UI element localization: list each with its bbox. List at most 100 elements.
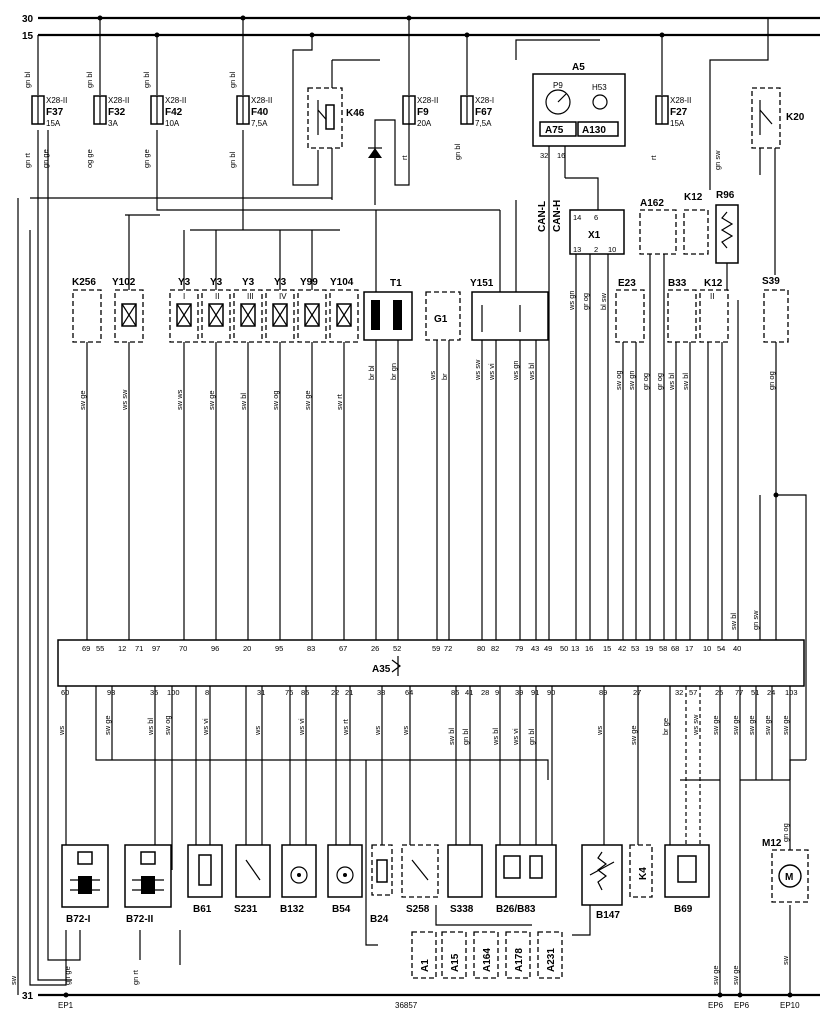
k12-ii-roman: II bbox=[710, 292, 714, 301]
svg-text:M: M bbox=[785, 872, 793, 883]
svg-text:ws bl: ws bl bbox=[491, 728, 500, 746]
svg-text:sw og: sw og bbox=[614, 370, 623, 390]
svg-text:B72-I: B72-I bbox=[66, 914, 91, 925]
svg-text:gn sw: gn sw bbox=[751, 610, 760, 630]
ecu-pin-bottom: 8 bbox=[205, 688, 209, 697]
svg-text:sw ge: sw ge bbox=[711, 965, 720, 985]
ecu-pin-top: 80 bbox=[477, 644, 485, 653]
svg-text:ws rt: ws rt bbox=[341, 718, 350, 736]
ecu-pin-bottom: 51 bbox=[751, 688, 759, 697]
component-s231: S231 bbox=[234, 844, 271, 915]
svg-text:ws sw: ws sw bbox=[691, 714, 700, 736]
ecu-pin-top: 96 bbox=[211, 644, 219, 653]
svg-text:14: 14 bbox=[573, 213, 581, 222]
ecu-pin-top: 70 bbox=[179, 644, 187, 653]
component-s39: S39 bbox=[737, 276, 789, 640]
svg-text:sw ge: sw ge bbox=[731, 965, 740, 985]
ecu-pin-top: 16 bbox=[585, 644, 593, 653]
svg-text:B26/B83: B26/B83 bbox=[496, 904, 536, 915]
ecu-pin-top: 72 bbox=[444, 644, 452, 653]
component-b72-ii: B72-II bbox=[124, 844, 172, 925]
svg-text:sw ge: sw ge bbox=[763, 715, 772, 735]
ecu-pin-top: 13 bbox=[571, 644, 579, 653]
ecu-pin-top: 26 bbox=[371, 644, 379, 653]
svg-text:F9: F9 bbox=[417, 107, 429, 118]
svg-text:B61: B61 bbox=[193, 904, 212, 915]
sub-module-box bbox=[537, 931, 563, 979]
svg-text:og ge: og ge bbox=[85, 149, 94, 168]
svg-text:K20: K20 bbox=[786, 112, 805, 123]
sub-module-label: A231 bbox=[546, 948, 557, 972]
ecu-pin-bottom: 64 bbox=[405, 688, 413, 697]
svg-text:10: 10 bbox=[608, 245, 616, 254]
instrument-cluster-a5: A5 P9 H53 A75 A130 32 16 bbox=[532, 62, 626, 640]
svg-text:sw og: sw og bbox=[163, 715, 172, 735]
ecu-pin-bottom: 91 bbox=[531, 688, 539, 697]
ecu-label: A35 bbox=[372, 664, 391, 675]
svg-text:ws vi: ws vi bbox=[201, 718, 210, 736]
ecu-pin-bottom: 9 bbox=[495, 688, 499, 697]
ecu-pin-bottom: 35 bbox=[150, 688, 158, 697]
svg-text:gn bl: gn bl bbox=[142, 71, 151, 88]
svg-text:S39: S39 bbox=[762, 276, 780, 287]
svg-text:sw ge: sw ge bbox=[747, 715, 756, 735]
svg-text:ws bl: ws bl bbox=[527, 363, 536, 381]
component-y3-iii: Y3 bbox=[233, 277, 263, 640]
svg-text:br ge: br ge bbox=[661, 718, 670, 735]
component-y3-i: Y3 bbox=[169, 230, 199, 640]
svg-text:gn bl: gn bl bbox=[228, 151, 237, 168]
svg-text:15A: 15A bbox=[670, 119, 685, 128]
svg-text:ws gn: ws gn bbox=[511, 360, 520, 381]
svg-text:gr og: gr og bbox=[641, 373, 650, 390]
ecu-pin-top: 69 bbox=[82, 644, 90, 653]
ecu-pin-top: 97 bbox=[152, 644, 160, 653]
svg-text:ws: ws bbox=[428, 371, 437, 381]
fuse-f40: X28-II F40 7,5A bbox=[236, 95, 272, 128]
svg-text:R96: R96 bbox=[716, 190, 735, 201]
svg-text:sw: sw bbox=[9, 975, 18, 985]
ecu-pin-top: 17 bbox=[685, 644, 693, 653]
right-top-components: A162 K12 R96 E23 B33 K12 bbox=[575, 190, 807, 760]
svg-text:EP1: EP1 bbox=[58, 1001, 74, 1010]
component-b24: B24 bbox=[370, 844, 393, 925]
svg-text:sw: sw bbox=[781, 955, 790, 965]
svg-text:ws sw: ws sw bbox=[120, 389, 129, 411]
diode bbox=[368, 119, 410, 205]
svg-text:K256: K256 bbox=[72, 277, 96, 288]
svg-text:2: 2 bbox=[594, 245, 598, 254]
svg-text:T1: T1 bbox=[390, 278, 402, 289]
y3-roman-label: I bbox=[183, 292, 185, 301]
relay-k20: K20 bbox=[751, 87, 805, 275]
ecu-pin-top: 20 bbox=[243, 644, 251, 653]
ecu-pin-bottom: 22 bbox=[331, 688, 339, 697]
sub-module-label: A164 bbox=[482, 948, 493, 972]
svg-text:A130: A130 bbox=[582, 125, 606, 136]
svg-text:B54: B54 bbox=[332, 904, 351, 915]
svg-text:Y3: Y3 bbox=[242, 277, 255, 288]
svg-text:X28-II: X28-II bbox=[46, 96, 67, 105]
lower-wires bbox=[29, 130, 806, 995]
svg-text:gn og: gn og bbox=[767, 371, 776, 390]
svg-text:ws bl: ws bl bbox=[667, 373, 676, 391]
svg-text:7,5A: 7,5A bbox=[251, 119, 268, 128]
component-m12: M M12 bbox=[762, 838, 809, 903]
sub-module-label: A178 bbox=[514, 948, 525, 972]
svg-text:sw bl: sw bl bbox=[681, 373, 690, 390]
ecu-pin-bottom: 85 bbox=[301, 688, 309, 697]
y3-roman-label: IV bbox=[279, 292, 287, 301]
svg-text:S231: S231 bbox=[234, 904, 258, 915]
component-s258: S258 bbox=[401, 844, 439, 915]
svg-text:ws vi: ws vi bbox=[511, 728, 520, 746]
bus-15-label: 15 bbox=[22, 31, 34, 42]
ecu-pin-top: 42 bbox=[618, 644, 626, 653]
svg-text:Y102: Y102 bbox=[112, 277, 136, 288]
bus-30-label: 30 bbox=[22, 14, 34, 25]
component-y99: Y99 bbox=[297, 230, 327, 640]
component-g1: G1 bbox=[425, 291, 461, 640]
svg-text:32: 32 bbox=[540, 151, 548, 160]
svg-text:sw ws: sw ws bbox=[175, 389, 184, 410]
svg-text:E23: E23 bbox=[618, 278, 636, 289]
